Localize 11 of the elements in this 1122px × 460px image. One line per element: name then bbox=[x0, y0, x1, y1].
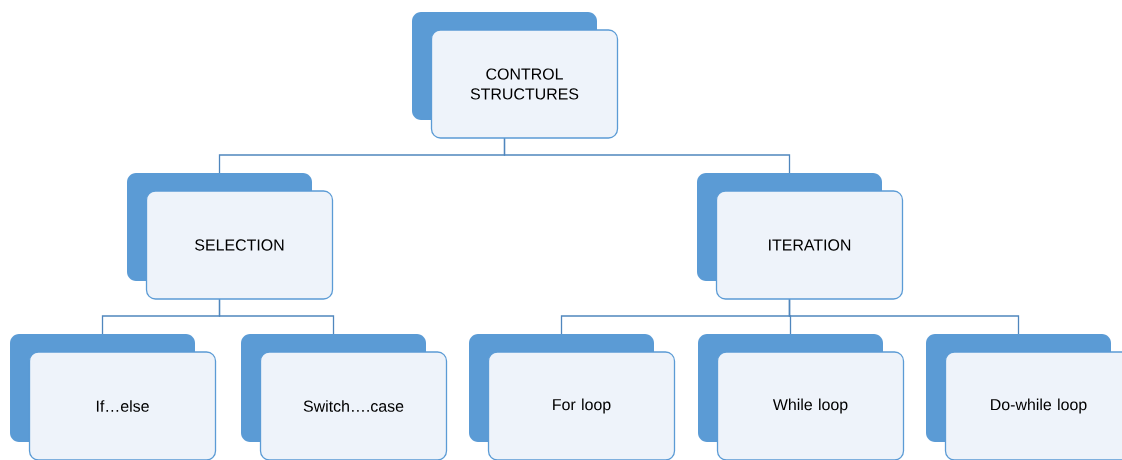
connector bbox=[218, 298, 335, 335]
node-box: ITERATION bbox=[697, 173, 904, 300]
node-box: If…else bbox=[10, 334, 217, 460]
node-box: For loop bbox=[469, 334, 676, 460]
node-box: CONTROL STRUCTURES bbox=[412, 12, 619, 139]
connector bbox=[788, 298, 1020, 335]
node-box: While loop bbox=[698, 334, 905, 460]
node-box: Switch….case bbox=[241, 334, 448, 460]
connector bbox=[503, 137, 791, 174]
node-box: SELECTION bbox=[127, 173, 334, 300]
node-box: Do-while loop bbox=[926, 334, 1122, 460]
